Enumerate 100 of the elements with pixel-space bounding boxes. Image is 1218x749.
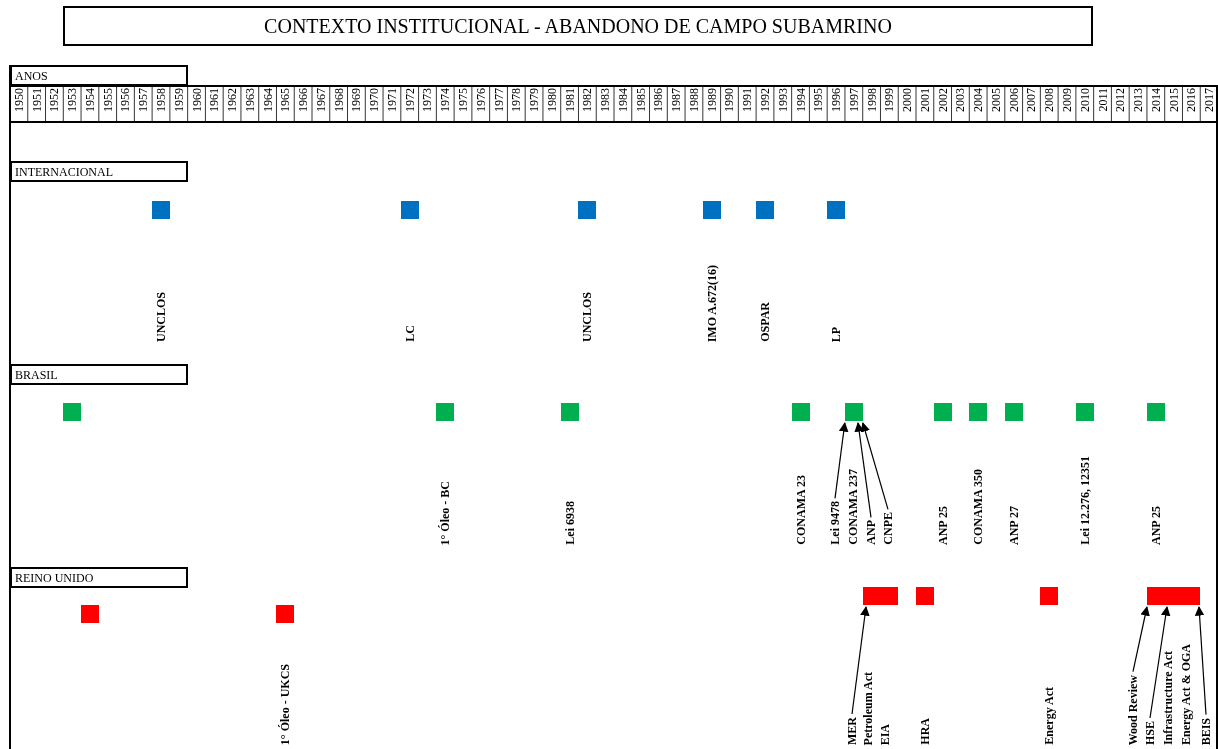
year-label: 1993 [775,88,790,112]
year-label: 1965 [278,88,293,112]
year-label: 2010 [1077,88,1092,112]
event-label: 1° Óleo - BC [438,480,453,545]
event-bar [862,587,899,605]
year-label: 1976 [473,88,488,112]
section-header: INTERNACIONAL [10,161,188,182]
year-label: 1985 [633,88,648,112]
event-label: Energy Act [1042,687,1057,745]
event-marker [63,403,82,421]
year-label: 1966 [296,88,311,112]
year-label: 1968 [331,88,346,112]
section-header: ANOS [10,65,188,86]
year-label: 1974 [438,88,453,112]
event-label: BEIS [1199,717,1213,745]
event-label: ANP 27 [1006,506,1021,545]
year-label: 2001 [917,88,932,112]
event-label: CONAMA 23 [793,475,808,545]
event-marker [1075,403,1094,421]
event-label: MER [845,717,859,745]
year-label: 1955 [100,88,115,112]
event-label: Lei 6938 [562,501,577,545]
event-label: Wood Review [1126,674,1140,745]
year-label: 1996 [829,88,844,112]
year-label: 1953 [65,88,80,112]
arrow [1194,606,1207,716]
event-marker [578,201,597,219]
event-marker [756,201,774,219]
event-label: Energy Act & OGA [1179,644,1193,745]
event-label: CONAMA 237 [846,469,860,545]
event-label: ANP [864,520,878,545]
year-label: 1977 [491,88,506,112]
event-marker [1004,403,1023,421]
year-label: 2013 [1131,88,1146,112]
year-label: 2016 [1184,88,1199,112]
year-label: 1972 [402,88,417,112]
year-label: 1960 [189,88,204,112]
year-label: 1988 [686,88,701,112]
section-header: REINO UNIDO [10,567,188,588]
year-label: 1983 [598,88,613,112]
event-marker [152,201,170,219]
year-label: 1963 [242,88,257,112]
event-marker [791,403,810,421]
year-label: 2006 [1006,88,1021,112]
year-label: 1959 [171,88,186,112]
year-label: 1975 [456,88,470,112]
event-marker [276,605,295,623]
year-label: 2005 [988,88,1003,112]
year-label: 2003 [953,88,968,112]
year-label: 1984 [615,88,630,112]
event-label: ANP 25 [1148,506,1163,545]
event-label: Lei 12.276, 12351 [1077,456,1092,545]
event-label: LC [402,325,417,342]
year-label: 1969 [349,88,364,112]
year-label: 1961 [207,88,222,112]
year-label: 1952 [47,88,62,112]
year-label: 2011 [1095,88,1110,112]
event-label: EIA [878,723,892,745]
event-label: LP [829,326,844,342]
year-label: 1999 [882,88,897,112]
year-label: 1964 [260,88,275,112]
title: CONTEXTO INSTITUCIONAL - ABANDONO DE CAMPO SUBAMRINO [63,6,1093,46]
year-label: 2000 [900,88,915,112]
event-marker [560,403,579,421]
arrow [1132,606,1150,673]
year-label: 1967 [313,88,328,112]
year-label: 1962 [225,88,240,112]
event-marker [400,201,419,219]
event-marker [915,587,934,605]
event-marker [436,403,455,421]
arrow [860,422,889,510]
event-marker [969,403,988,421]
year-label: 1957 [136,88,151,112]
event-marker [844,403,863,421]
arrow [851,606,870,715]
event-label: 1° Óleo - UKCS [278,663,293,745]
year-label: 1997 [846,88,861,112]
event-label: HSE [1143,721,1157,745]
event-label: Lei 9478 [828,501,842,545]
event-label: UNCLOS [154,292,168,342]
year-label: 2017 [1202,88,1217,112]
year-label: 1992 [758,88,772,112]
year-label: 1998 [864,88,879,112]
year-label: 1994 [793,88,808,112]
year-label: 1989 [704,88,719,112]
year-label: 1978 [509,88,524,112]
year-label: 1954 [82,88,97,112]
year-label: 1981 [562,88,577,112]
year-label: 1970 [367,88,382,112]
year-label: 1956 [118,88,133,112]
year-label: 1990 [722,88,737,112]
event-marker [933,403,952,421]
event-bar [1146,587,1201,605]
event-label: OSPAR [758,302,772,342]
event-marker [1146,403,1165,421]
year-label: 1991 [740,88,755,112]
event-marker [702,201,721,219]
year-label: 1986 [651,88,666,112]
year-label: 1951 [29,88,44,112]
year-label: 1950 [11,88,26,112]
